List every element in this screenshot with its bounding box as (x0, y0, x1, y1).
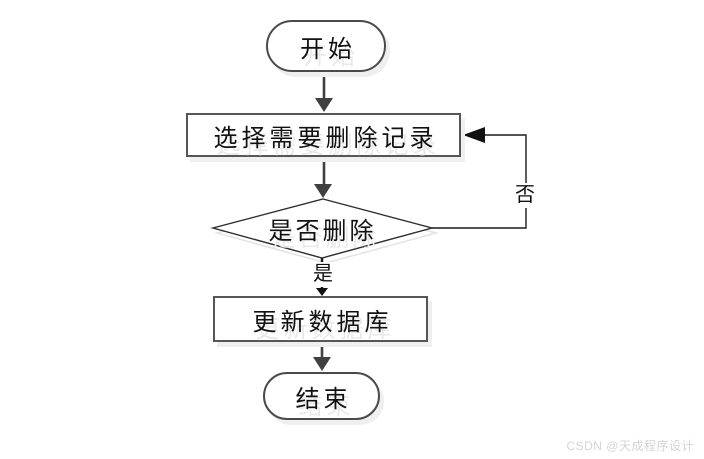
edge-label-yes: 是 (310, 262, 336, 287)
edge-select-decision-arrowhead (314, 184, 332, 198)
csdn-watermark: CSDN @天成程序设计 (566, 439, 694, 453)
node-end: 结束 (263, 372, 380, 420)
node-select-records: 选择需要删除记录 (186, 113, 461, 157)
node-update-database-label: 更新数据库 (252, 309, 393, 336)
node-select-records-label: 选择需要删除记录 (213, 125, 438, 152)
node-update-database: 更新数据库 (213, 296, 428, 342)
edge-no-arrowhead (463, 127, 485, 143)
node-decision-label: 是否删除 (268, 218, 377, 245)
node-start-label: 开始 (300, 36, 356, 63)
edge-no-line (432, 134, 527, 229)
node-end-label: 结束 (295, 386, 352, 413)
edge-start-select-arrowhead (315, 98, 333, 112)
node-decision: 是否删除 (222, 213, 423, 245)
edge-yes-arrowhead (316, 288, 328, 296)
node-start: 开始 (266, 20, 386, 72)
edge-label-no: 否 (512, 183, 538, 208)
edge-update-end-arrowhead (313, 357, 331, 371)
